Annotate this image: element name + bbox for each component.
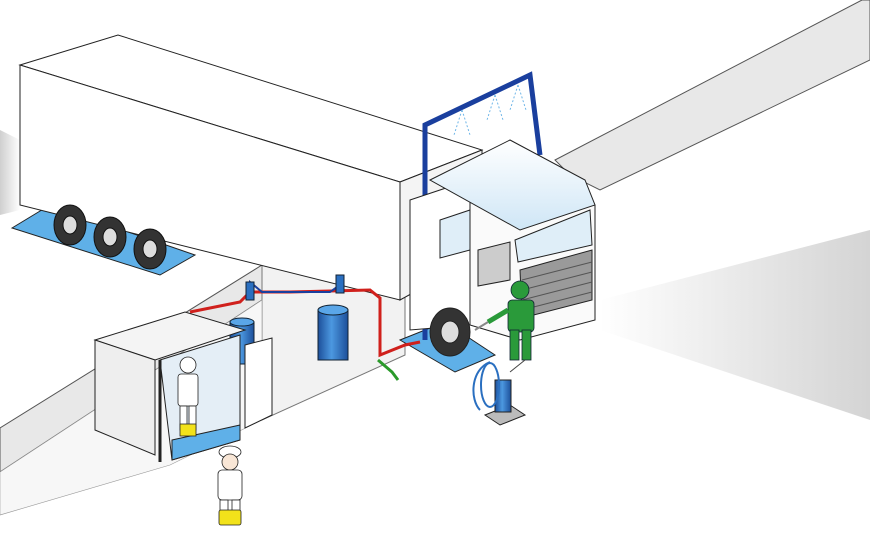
side-window <box>439 209 471 259</box>
booth-floor <box>171 424 241 461</box>
worker-in-booth <box>177 356 199 437</box>
worker-front <box>217 445 243 526</box>
spray-nozzles <box>427 84 527 301</box>
truck-cab <box>409 139 596 357</box>
ground-shadow-left <box>0 130 20 215</box>
tank-2 <box>317 304 349 361</box>
headlight <box>477 241 511 287</box>
cab-roof-spoiler <box>428 139 596 231</box>
wall-right <box>554 0 870 191</box>
spray-cart <box>472 359 527 426</box>
booth-door <box>244 337 273 429</box>
worker-green <box>474 280 535 361</box>
windshield <box>514 209 593 263</box>
ground-shadow-right <box>600 230 870 420</box>
dosing-pumps <box>245 274 345 301</box>
trailer-wheels <box>53 204 167 270</box>
